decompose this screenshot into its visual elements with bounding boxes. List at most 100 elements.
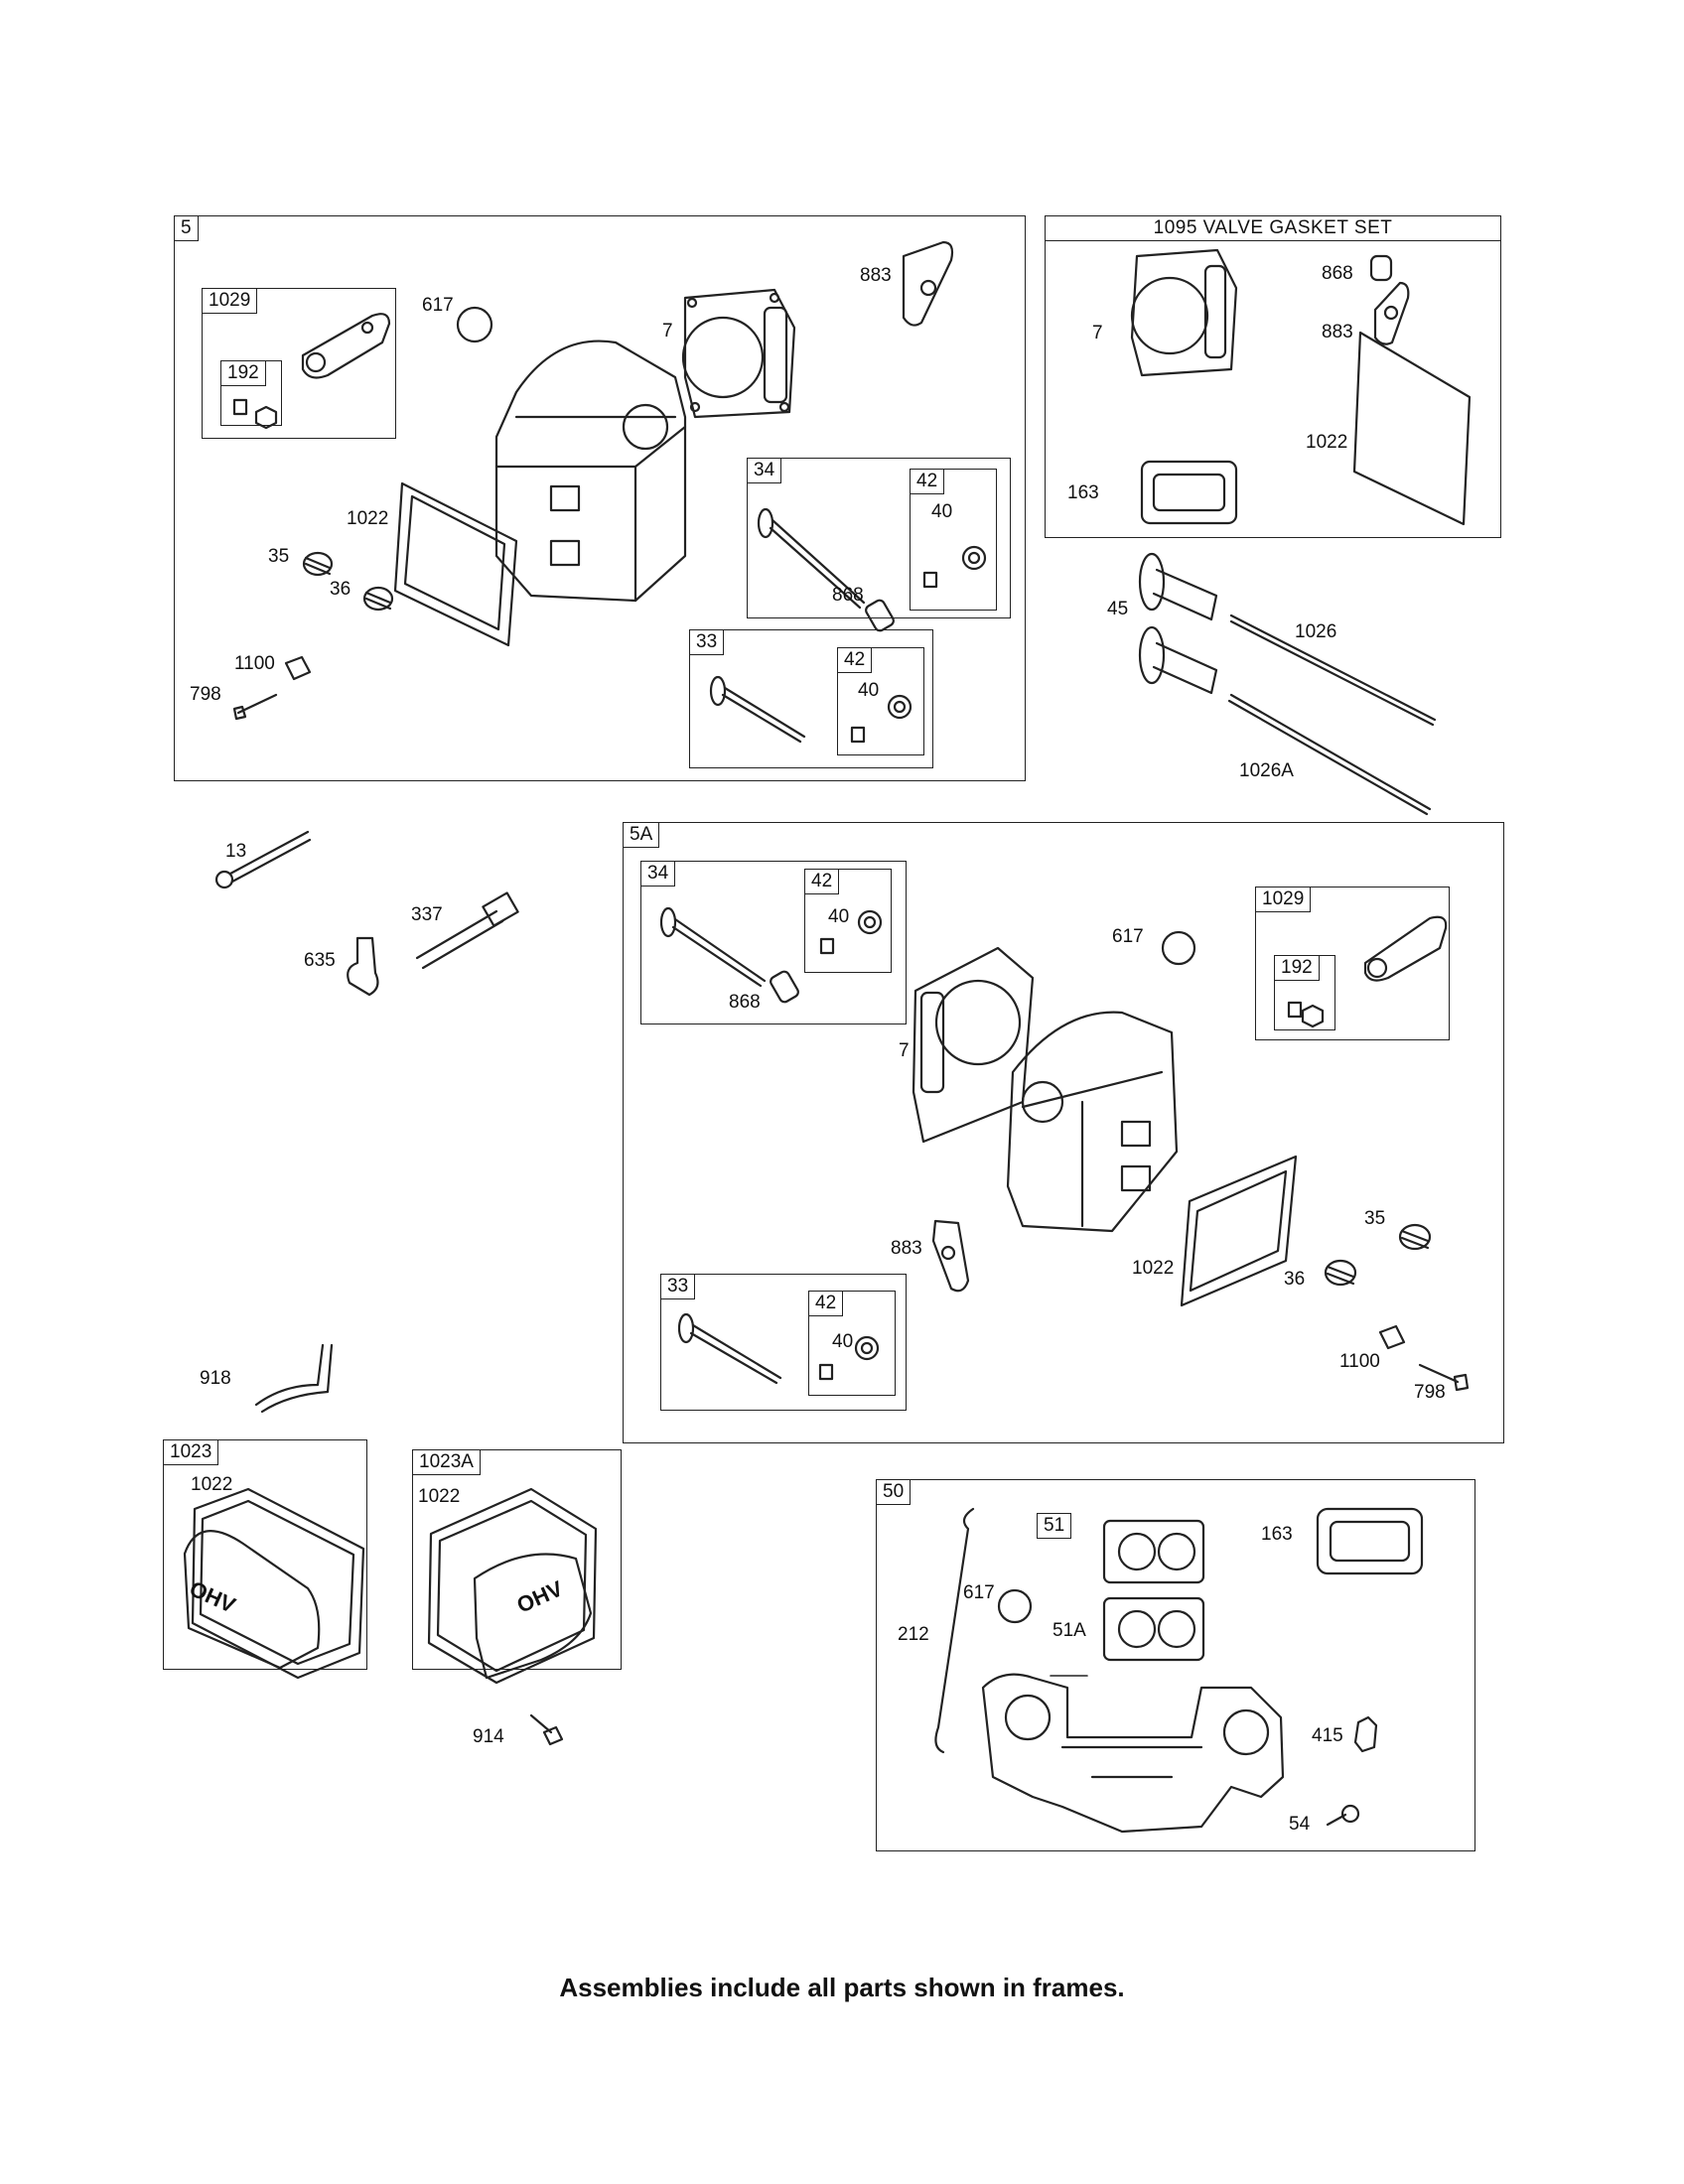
- part-label: 635: [304, 950, 336, 971]
- spring-35a: [302, 551, 334, 577]
- o-ring-617b: [1161, 930, 1196, 966]
- frame-tag: 1029: [1255, 887, 1312, 912]
- part-label: 617: [963, 1582, 995, 1603]
- boot-635: [347, 936, 379, 997]
- frame-192: 192: [220, 360, 282, 426]
- frame-tag: 42: [837, 647, 873, 673]
- frame-1023: 1023: [163, 1439, 367, 1670]
- keeper-40b: [850, 694, 912, 744]
- keeper-868b: [770, 970, 799, 1004]
- valve-34a: [757, 507, 866, 610]
- frame-5A: 5A: [623, 822, 1504, 1443]
- part-label: 883: [860, 265, 892, 286]
- part-label: 868: [1322, 263, 1353, 284]
- rocker-arm-1029b: [1363, 915, 1448, 982]
- part-label: 35: [1364, 1208, 1386, 1229]
- exhaust-gasket-883a: [902, 240, 954, 327]
- frame-42: 42: [910, 469, 997, 611]
- spark-plug-337: [415, 891, 519, 970]
- o-ring-617c: [997, 1588, 1033, 1624]
- frame-tag: 34: [640, 861, 676, 887]
- exhaust-gasket-883v: [1373, 281, 1410, 345]
- frame-34: 34: [747, 458, 1011, 618]
- screw-914: [529, 1713, 564, 1746]
- part-label: 1100: [1339, 1351, 1380, 1372]
- part-label: 1022: [418, 1486, 461, 1507]
- rocker-gasket-1022b: [1180, 1155, 1298, 1307]
- frame-42: 42: [804, 869, 892, 973]
- frame-tag: 1023A: [412, 1449, 481, 1475]
- part-label: 163: [1067, 482, 1099, 503]
- bolt-13: [214, 830, 312, 889]
- clip-1100b: [1378, 1324, 1406, 1350]
- frame-tag: 1023: [163, 1439, 219, 1465]
- keeper-868a: [865, 599, 895, 632]
- frame-tag: 5A: [623, 822, 660, 848]
- rocker-gasket-1022v: [1352, 331, 1472, 526]
- rocker-arm-1029a: [301, 313, 391, 379]
- frame-42: 42: [837, 647, 924, 755]
- frame-33: 33: [689, 629, 933, 768]
- rocker-gasket-1022a: [393, 481, 518, 647]
- spring-35b: [1398, 1223, 1432, 1251]
- part-label: 868: [832, 585, 864, 606]
- part-label: 1022: [1132, 1258, 1175, 1279]
- part-label: 7: [1092, 323, 1103, 343]
- cover-1023: [183, 1487, 365, 1680]
- part-label: 798: [1414, 1382, 1446, 1403]
- spring-36a: [362, 586, 394, 612]
- frame-tag: 33: [689, 629, 725, 655]
- part-label: 7: [899, 1040, 910, 1061]
- part-label: 798: [190, 684, 221, 705]
- valve-33a: [709, 675, 806, 744]
- frame-33: 33: [660, 1274, 907, 1411]
- screw-54: [1326, 1804, 1360, 1827]
- frame-tag: 34: [747, 458, 782, 483]
- frame-50: 50: [876, 1479, 1475, 1851]
- part-label: 415: [1312, 1725, 1343, 1746]
- frame-1029: 1029: [1255, 887, 1450, 1040]
- part-label: 1022: [191, 1474, 233, 1495]
- part-label: 40: [828, 906, 850, 927]
- spring-36b: [1324, 1259, 1357, 1287]
- part-label: 163: [1261, 1524, 1293, 1545]
- part-label: 36: [1284, 1269, 1306, 1290]
- frame-1095-valve-gasket-set: 1095 VALVE GASKET SET: [1045, 215, 1501, 538]
- frame-tag: 33: [660, 1274, 696, 1299]
- cylinder-head-5A: [1006, 1011, 1179, 1233]
- nut-192a: [232, 398, 278, 430]
- frame-tag: 1095 VALVE GASKET SET: [1046, 216, 1500, 241]
- head-gasket-7v: [1130, 248, 1238, 377]
- pushrod-1026A: [1227, 693, 1432, 816]
- frame-tag: 50: [876, 1479, 912, 1505]
- cover-1023A: [427, 1487, 598, 1685]
- frame-42: 42: [808, 1291, 896, 1396]
- frame-1023A: 1023A: [412, 1449, 622, 1670]
- pushrod-1026: [1229, 614, 1437, 727]
- part-label: 35: [268, 546, 290, 567]
- bolt-798a: [232, 693, 278, 721]
- cylinder-head-5: [494, 340, 687, 603]
- assemblies-note: Assemblies include all parts shown in fr…: [559, 1973, 1125, 2002]
- wire-212: [934, 1507, 975, 1754]
- clip-1100a: [284, 655, 312, 681]
- tube-918: [254, 1343, 334, 1414]
- part-label: 868: [729, 992, 761, 1013]
- part-label: 45: [1107, 599, 1129, 619]
- frame-192: 192: [1274, 955, 1335, 1030]
- part-label: 883: [1322, 322, 1353, 342]
- part-label: 1022: [347, 508, 389, 529]
- frame-tag: 51: [1037, 1513, 1072, 1539]
- part-label: 1026A: [1239, 760, 1294, 781]
- manifold-50: [981, 1673, 1285, 1834]
- part-label: 36: [330, 579, 351, 600]
- gasket-163v: [1140, 460, 1238, 525]
- part-label: 914: [473, 1726, 504, 1747]
- part-label: 7: [662, 321, 673, 341]
- frame-tag: 192: [1274, 955, 1320, 981]
- frame-tag: 1029: [202, 288, 258, 314]
- frame-tag: 192: [220, 360, 266, 386]
- part-label: 40: [931, 501, 953, 522]
- part-label: 918: [200, 1368, 231, 1389]
